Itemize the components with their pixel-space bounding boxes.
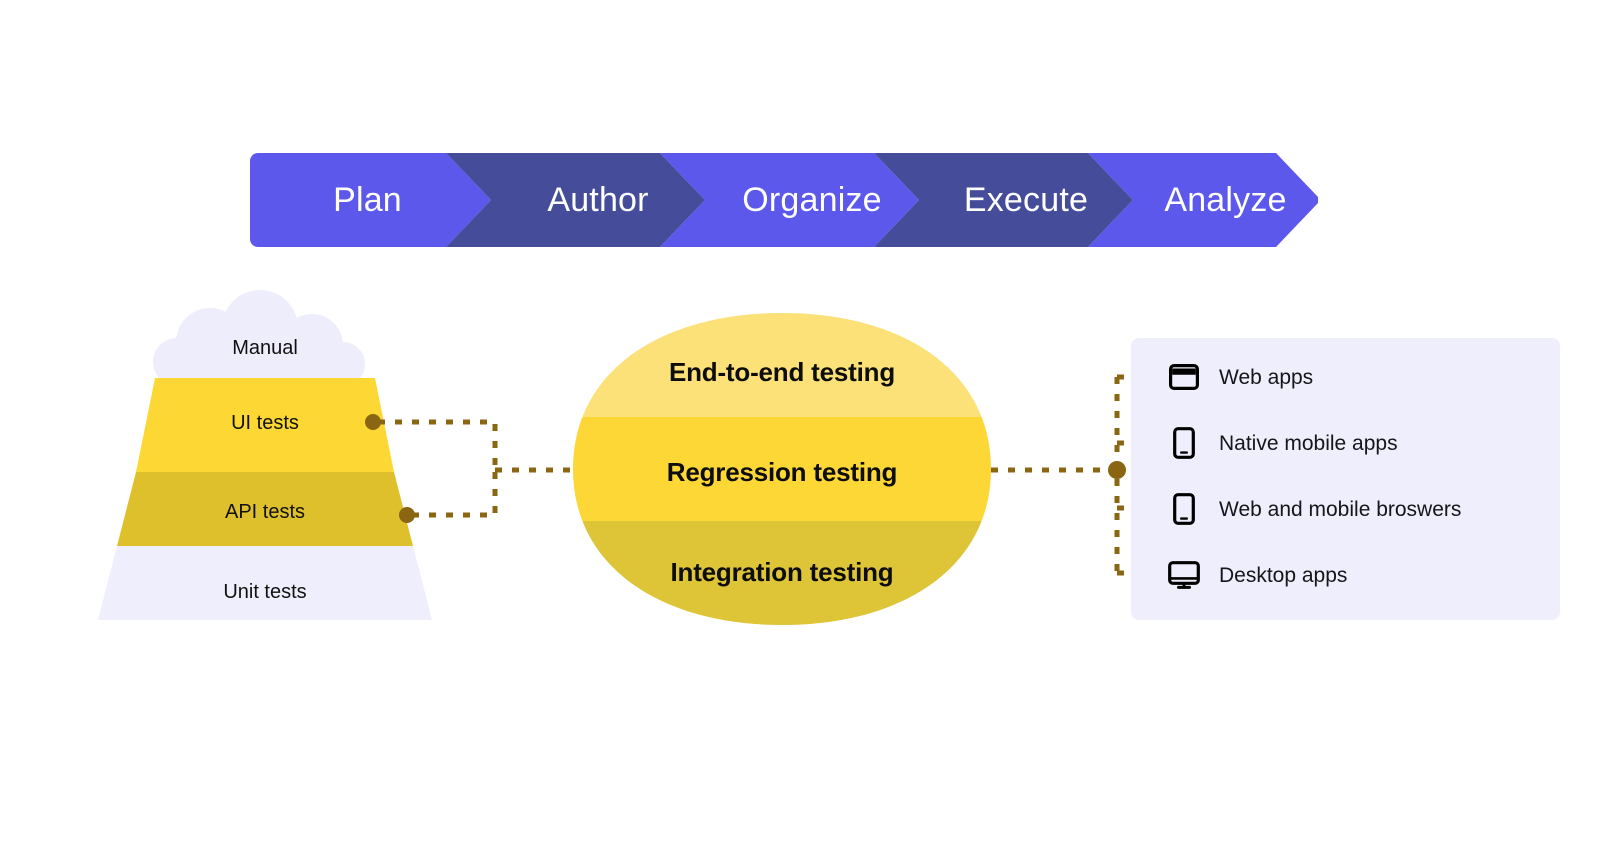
mobile-phone-icon: [1167, 492, 1201, 526]
pyramid-layer-ui: [136, 378, 394, 472]
pyramid-label-ui: UI tests: [231, 412, 299, 434]
stage-label-organize[interactable]: Organize: [742, 181, 882, 219]
desktop-monitor-icon: [1167, 558, 1201, 592]
target-row-native-mobile-apps[interactable]: Native mobile apps: [1167, 423, 1398, 463]
manual-cloud-shape: [153, 290, 365, 386]
barrel-band-regression: [573, 417, 991, 521]
barrel-label-integration: Integration testing: [670, 557, 894, 587]
stage-shape-organize: [660, 153, 919, 247]
stage-label-plan[interactable]: Plan: [333, 181, 402, 219]
stage-shape-execute: [874, 153, 1133, 247]
stage-shape-author: [446, 153, 705, 247]
test-pyramid: Manual UI tests API tests Unit tests: [60, 290, 470, 635]
barrel-label-end-to-end: End-to-end testing: [668, 357, 896, 387]
process-banner: Plan Author Organize Execute Analyze: [250, 153, 1318, 247]
pyramid-layer-unit: [98, 546, 432, 620]
pyramid-cloud-label: Manual: [232, 337, 298, 359]
stage-label-execute[interactable]: Execute: [963, 181, 1089, 219]
stage-label-author[interactable]: Author: [547, 181, 649, 219]
pyramid-label-unit: Unit tests: [223, 581, 307, 603]
target-row-browsers[interactable]: Web and mobile broswers: [1167, 489, 1461, 529]
pyramid-label-api: API tests: [224, 501, 306, 523]
target-label-browsers: Web and mobile broswers: [1219, 497, 1462, 521]
target-label-web-apps: Web apps: [1219, 365, 1314, 389]
stage-shape-plan: [250, 153, 491, 247]
target-row-web-apps[interactable]: Web apps: [1167, 357, 1313, 397]
target-label-native-mobile-apps: Native mobile apps: [1219, 431, 1398, 455]
stage-shape-analyze: [1088, 153, 1318, 247]
barrel-label-regression: Regression testing: [666, 457, 898, 487]
target-row-desktop-apps[interactable]: Desktop apps: [1167, 555, 1347, 595]
browser-window-icon: [1167, 360, 1201, 394]
mobile-phone-icon: [1167, 426, 1201, 460]
testing-types-barrel: End-to-end testing Regression testing In…: [573, 313, 991, 625]
pyramid-layer-api: [117, 472, 413, 546]
target-label-desktop-apps: Desktop apps: [1219, 563, 1348, 587]
supported-targets-panel: Web apps Native mobile apps Web and mobi…: [1131, 338, 1560, 620]
connector-dot-targets-hub: [1108, 461, 1126, 479]
stage-label-analyze[interactable]: Analyze: [1164, 181, 1287, 219]
